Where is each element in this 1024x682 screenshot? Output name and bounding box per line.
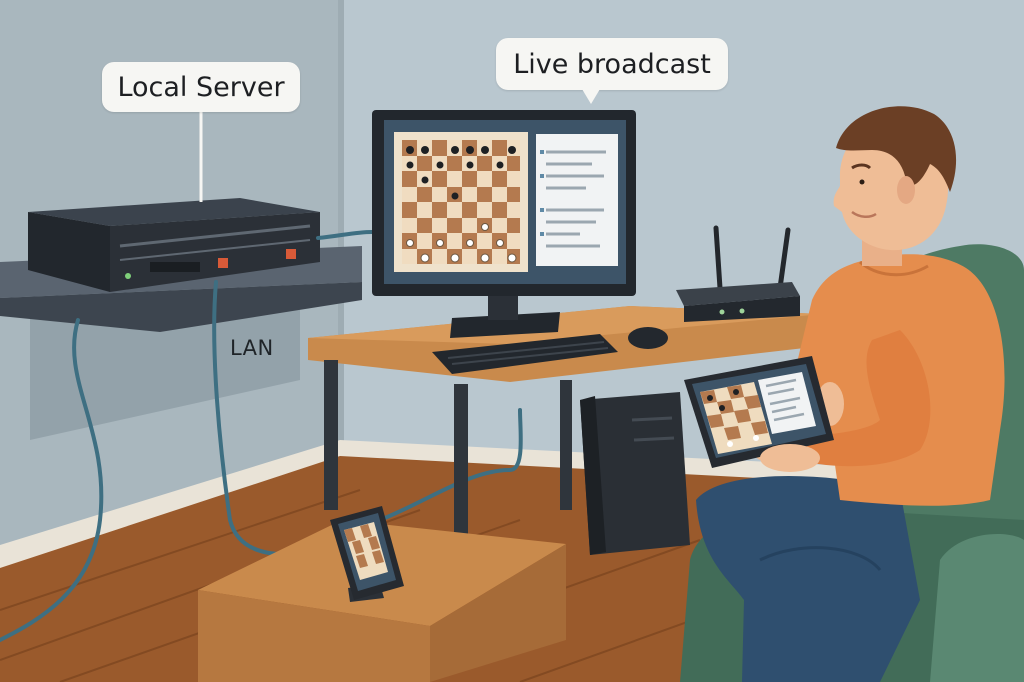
local-server-callout: Local Server xyxy=(102,62,300,112)
cable-server-monitor xyxy=(316,230,374,240)
phone-icon xyxy=(330,506,404,602)
pc-tower xyxy=(580,392,690,555)
person xyxy=(696,106,1005,682)
phone-chessboard-icon xyxy=(344,522,388,580)
server-icon xyxy=(28,198,320,292)
cable-server-wall xyxy=(0,318,104,642)
server-led-right xyxy=(286,249,296,259)
tablet-icon xyxy=(684,356,834,468)
tablet-chessboard-icon xyxy=(700,382,772,454)
monitor-icon xyxy=(372,110,636,338)
live-broadcast-callout: Live broadcast xyxy=(496,38,728,104)
monitor-side-panel xyxy=(536,134,618,266)
monitor-chessboard-icon xyxy=(402,140,520,264)
room-corner xyxy=(338,0,344,456)
mouse xyxy=(628,327,668,349)
hand-front xyxy=(760,444,820,472)
shelf-shadow xyxy=(30,290,300,440)
baseboard-left xyxy=(0,440,340,568)
lan-label: LAN xyxy=(230,336,274,360)
monitor-panel-lines xyxy=(546,150,606,248)
wall-shelf-front xyxy=(0,282,362,332)
cable-lan-desk xyxy=(378,408,523,522)
live-broadcast-label: Live broadcast xyxy=(513,48,711,80)
local-server-label: Local Server xyxy=(117,71,285,103)
keyboard xyxy=(432,334,618,374)
router-icon xyxy=(676,225,800,322)
server-led-left xyxy=(218,258,228,268)
